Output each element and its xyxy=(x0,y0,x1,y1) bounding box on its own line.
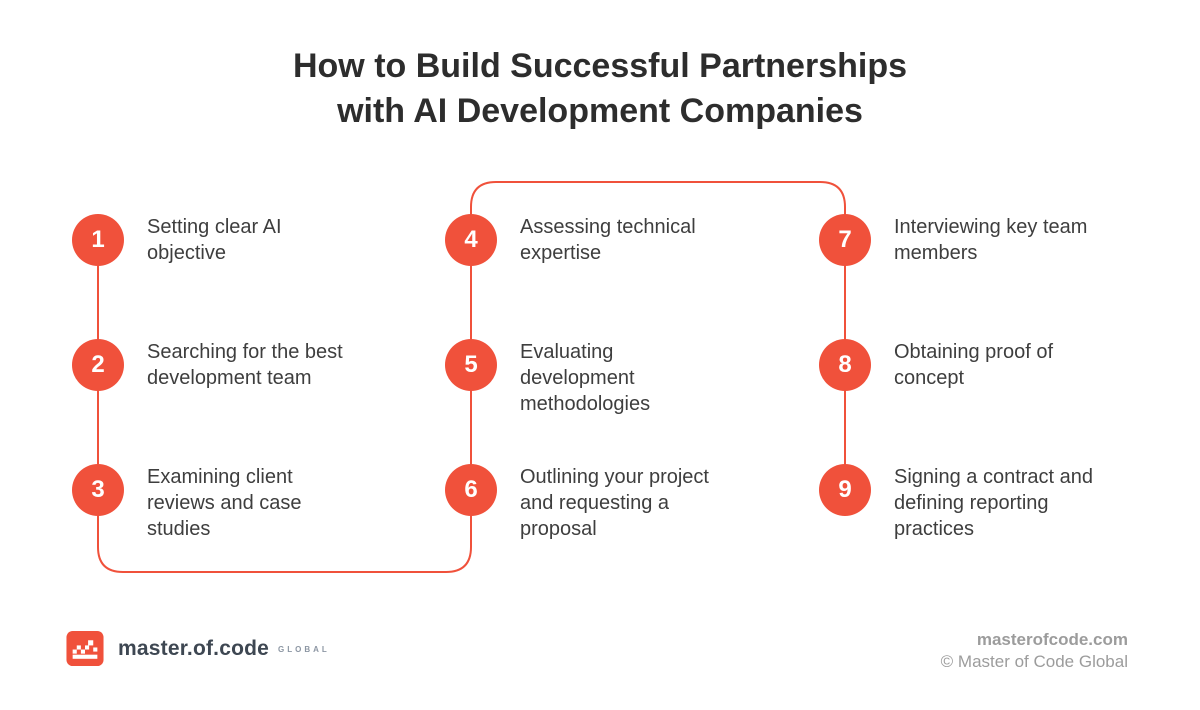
brand-logo-icon xyxy=(66,631,104,666)
footer-website: masterofcode.com xyxy=(976,630,1128,649)
footer-credits: masterofcode.com © Master of Code Global xyxy=(941,629,1128,673)
step-label: Evaluating development methodologies xyxy=(520,341,651,415)
step-label: Outlining your project and requesting a … xyxy=(520,466,709,540)
step-number-badge: 1 xyxy=(72,214,124,266)
step-number-badge: 7 xyxy=(819,214,871,266)
step-item-5: 5 Evaluating development methodologies xyxy=(445,339,772,417)
step-number-badge: 4 xyxy=(445,214,497,266)
step-item-8: 8 Obtaining proof of concept xyxy=(819,339,1146,391)
step-item-1: 1 Setting clear AI objective xyxy=(72,214,399,266)
page-title: How to Build Successful Partnerships wit… xyxy=(0,44,1200,134)
step-number-badge: 6 xyxy=(445,464,497,516)
step-item-6: 6 Outlining your project and requesting … xyxy=(445,464,772,542)
step-number-badge: 2 xyxy=(72,339,124,391)
step-item-2: 2 Searching for the best development tea… xyxy=(72,339,399,391)
brand-logo-global-label: GLOBAL xyxy=(278,645,330,654)
step-number-badge: 5 xyxy=(445,339,497,391)
step-item-4: 4 Assessing technical expertise xyxy=(445,214,772,266)
step-number-badge: 9 xyxy=(819,464,871,516)
footer-copyright: © Master of Code Global xyxy=(940,652,1128,671)
step-label: Searching for the best development team xyxy=(147,341,343,389)
brand-logo: master.of.code GLOBAL xyxy=(66,631,330,666)
step-label: Assessing technical expertise xyxy=(520,216,696,264)
page-title-line2: with AI Development Companies xyxy=(337,92,863,130)
step-label: Examining client reviews and case studie… xyxy=(147,466,302,540)
page-title-line1: How to Build Successful Partnerships xyxy=(292,47,907,85)
step-label: Obtaining proof of concept xyxy=(894,341,1053,389)
brand-logo-wordmark: master.of.code xyxy=(118,636,270,660)
step-item-9: 9 Signing a contract and defining report… xyxy=(819,464,1146,542)
step-label: Setting clear AI objective xyxy=(147,216,282,264)
step-label: Signing a contract and defining reportin… xyxy=(894,466,1094,540)
step-number-badge: 3 xyxy=(72,464,124,516)
step-item-7: 7 Interviewing key team members xyxy=(819,214,1146,266)
step-label: Interviewing key team members xyxy=(894,216,1088,264)
step-item-3: 3 Examining client reviews and case stud… xyxy=(72,464,399,542)
step-number-badge: 8 xyxy=(819,339,871,391)
